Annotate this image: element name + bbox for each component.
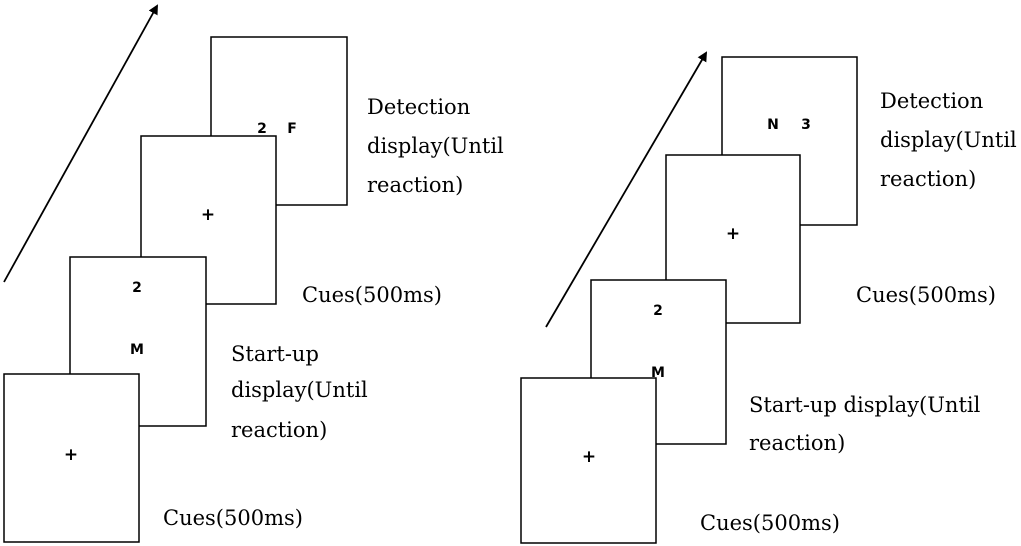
left-cue-2-caption: Cues(500ms) bbox=[302, 283, 442, 307]
right-startup-caption: Start-up display(Until reaction) bbox=[749, 393, 981, 455]
right-startup-bottom-char: M bbox=[651, 365, 665, 381]
right-detection-left-char: N bbox=[767, 117, 779, 133]
left-startup-bottom-char: M bbox=[130, 342, 144, 358]
svg-text:display(Until: display(Until bbox=[231, 378, 368, 402]
right-cue-2-fixation: + bbox=[726, 224, 740, 244]
left-cue-2-fixation: + bbox=[201, 205, 215, 225]
svg-text:display(Until: display(Until bbox=[367, 134, 504, 158]
svg-text:Detection: Detection bbox=[880, 89, 983, 113]
right-cue-1-frame: + bbox=[520, 377, 657, 544]
left-startup-caption: Start-up display(Until reaction) bbox=[231, 342, 368, 442]
right-panel: N 3 + 2 + M Detection display(Until reac… bbox=[520, 51, 1017, 544]
svg-text:Start-up display(Until: Start-up display(Until bbox=[749, 393, 981, 417]
right-startup-top-char: 2 bbox=[653, 303, 663, 319]
svg-text:display(Until: display(Until bbox=[880, 128, 1017, 152]
left-detection-left-char: 2 bbox=[257, 121, 267, 137]
left-time-arrow bbox=[3, 4, 158, 283]
svg-text:reaction): reaction) bbox=[749, 431, 845, 455]
svg-text:reaction): reaction) bbox=[367, 173, 463, 197]
left-detection-caption: Detection display(Until reaction) bbox=[367, 95, 504, 197]
left-cue-1-fixation: + bbox=[64, 445, 78, 465]
right-time-arrow bbox=[545, 51, 708, 328]
left-detection-right-char: F bbox=[287, 121, 297, 137]
right-detection-caption: Detection display(Until reaction) bbox=[880, 89, 1017, 191]
svg-text:Start-up: Start-up bbox=[231, 342, 319, 366]
right-cue-1-caption: Cues(500ms) bbox=[700, 511, 840, 535]
right-detection-right-char: 3 bbox=[801, 117, 811, 133]
left-cue-1-caption: Cues(500ms) bbox=[163, 506, 303, 530]
right-cue-1-fixation: + bbox=[582, 447, 596, 467]
left-startup-top-char: 2 bbox=[132, 280, 142, 296]
right-cue-2-caption: Cues(500ms) bbox=[856, 283, 996, 307]
left-cue-1-frame: + bbox=[3, 373, 140, 543]
svg-text:Detection: Detection bbox=[367, 95, 470, 119]
left-panel: 2 F + 2 M + Detection display(Until reac… bbox=[3, 4, 504, 543]
svg-text:reaction): reaction) bbox=[231, 418, 327, 442]
svg-text:reaction): reaction) bbox=[880, 167, 976, 191]
